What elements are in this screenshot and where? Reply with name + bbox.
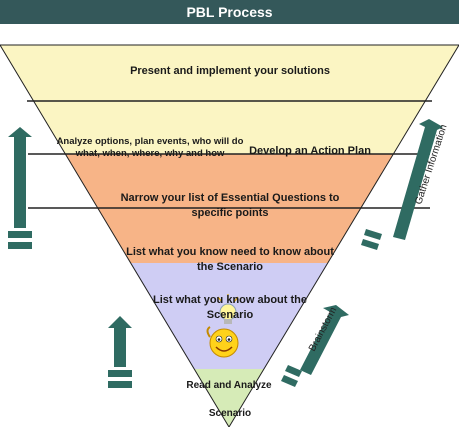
stage-action-plan-label: Develop an Action Plan	[249, 145, 371, 157]
stage-narrow-label: Narrow your list of Essential Questions …	[120, 192, 340, 219]
stage-dividers	[27, 100, 432, 209]
left-upper-arrow-icon	[8, 127, 32, 249]
stage-need-to-know-label: List what you know need to know about th…	[126, 246, 334, 273]
stage-scenario-label: Scenario	[208, 408, 252, 419]
stage-analyze-options-label: Analyze options, plan events, who will d…	[56, 136, 244, 159]
header-bar: PBL Process	[0, 0, 459, 24]
page-title: PBL Process	[186, 4, 273, 20]
funnel-graphic: Gather Information Brainstorm	[0, 44, 459, 427]
stage-present-label: Present and implement your solutions	[130, 65, 330, 77]
smiley-lightbulb-icon	[206, 294, 239, 358]
pbl-diagram: Gather Information Brainstorm Present an…	[0, 24, 459, 427]
stage-band-present	[0, 45, 459, 101]
stage-band-action-plan	[0, 101, 459, 154]
funnel-outline	[0, 44, 459, 427]
right-lower-arrow-icon	[281, 305, 349, 387]
stage-know-label: List what you know about the Scenario	[153, 294, 307, 321]
right-upper-arrow-icon	[361, 119, 443, 250]
stage-read-analyze-label: Read and Analyze	[186, 380, 272, 391]
left-lower-arrow-icon	[108, 316, 132, 388]
